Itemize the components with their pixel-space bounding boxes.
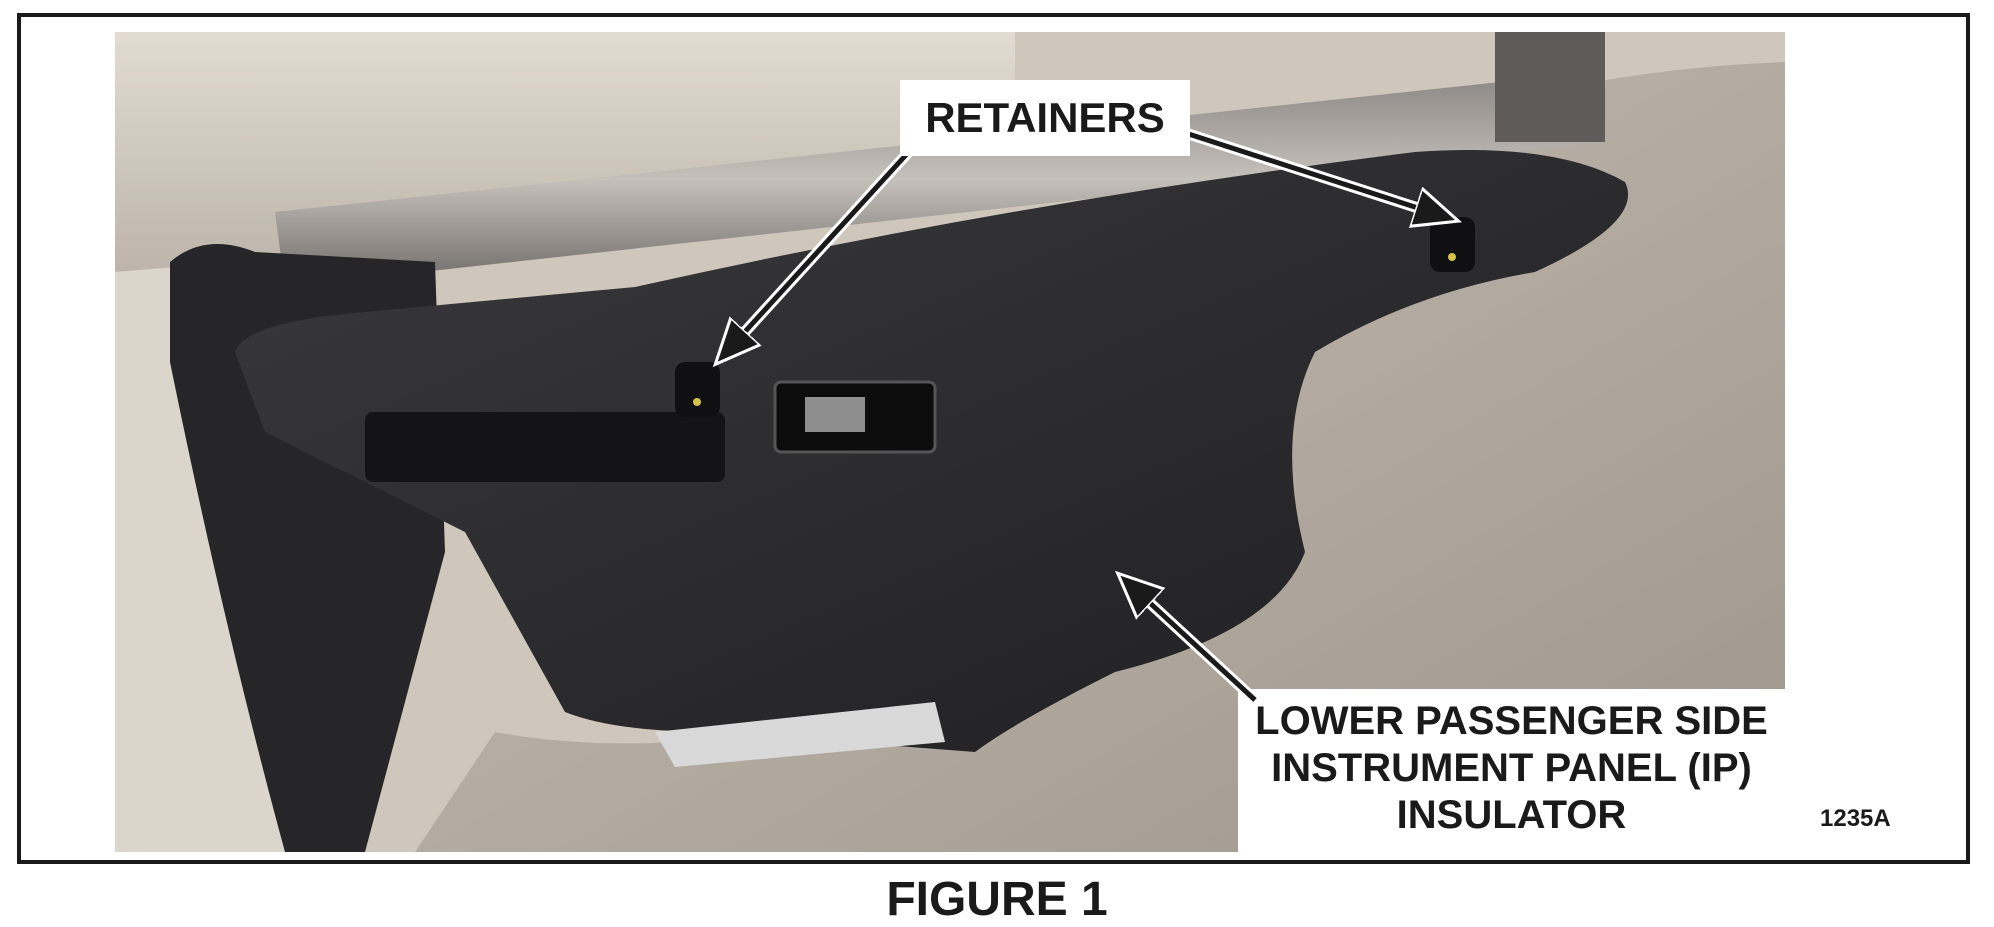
- insulator-label-line3: INSULATOR: [1396, 793, 1627, 838]
- retainers-label: RETAINERS: [900, 80, 1190, 156]
- bracket: [1495, 32, 1605, 142]
- insulator-label: LOWER PASSENGER SIDE INSTRUMENT PANEL (I…: [1238, 690, 1785, 840]
- white-clip: [655, 702, 945, 767]
- vehicle-photo: [115, 32, 1785, 852]
- figure-id: 1235A: [1820, 805, 1891, 832]
- insulator-label-line1: LOWER PASSENGER SIDE: [1255, 699, 1768, 743]
- glovebox-hinge: [365, 412, 725, 482]
- retainer-left: [675, 362, 720, 417]
- retainer-right: [1430, 217, 1475, 272]
- photo-illustration: [115, 32, 1785, 852]
- label-backdrop: [1238, 689, 1785, 852]
- figure-caption: FIGURE 1: [886, 873, 1108, 926]
- insulator-label-line2: INSTRUMENT PANEL (IP): [1271, 746, 1752, 791]
